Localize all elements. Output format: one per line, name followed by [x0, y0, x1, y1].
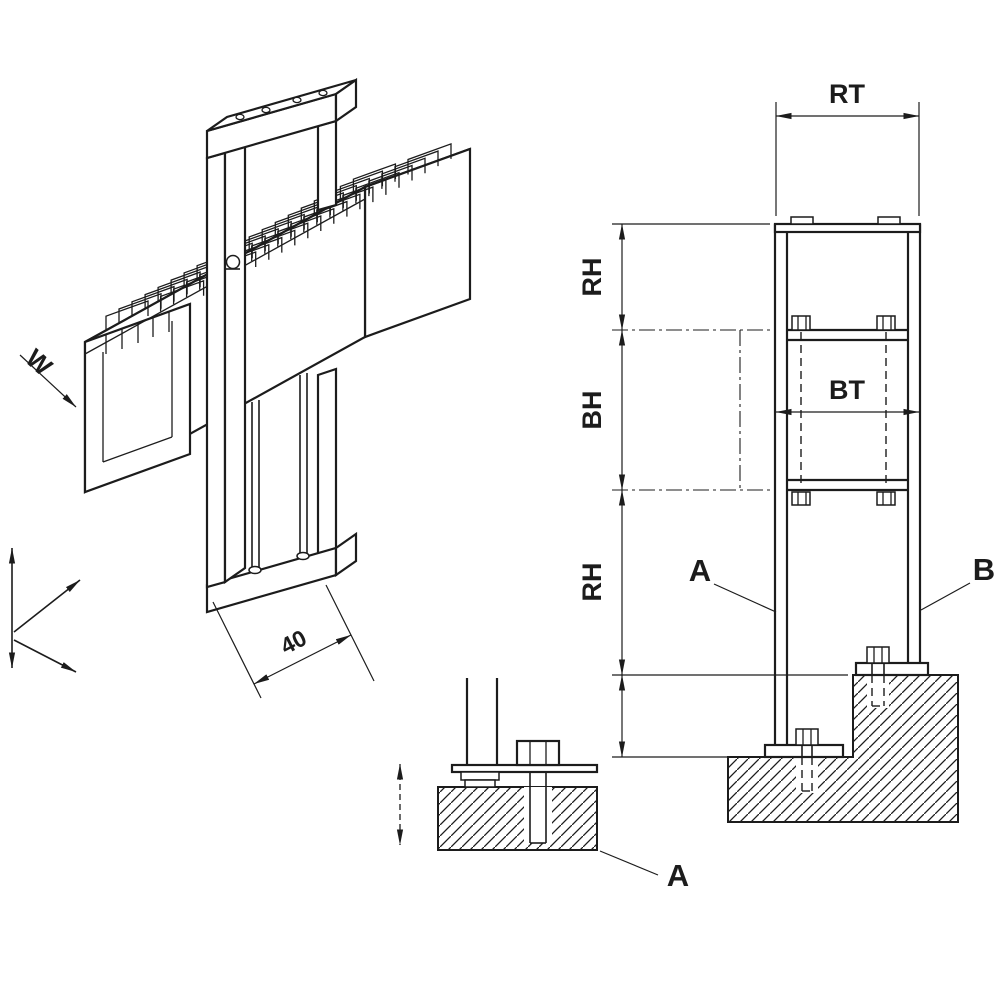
axis-triad	[8, 547, 81, 673]
far-post-lower	[316, 367, 338, 564]
hanger-bracket	[205, 77, 358, 614]
rear-foot-plate	[854, 661, 930, 677]
leader-line-detail-a	[599, 850, 659, 876]
offset-40-label: 40	[276, 624, 311, 659]
top-plate	[773, 222, 922, 234]
anchor-hole-clearance	[867, 675, 889, 708]
bolt-hole-clearance	[524, 787, 552, 843]
axis-arrow-down-right	[13, 639, 77, 673]
far-post-upper	[316, 119, 338, 212]
threaded-rods	[251, 373, 308, 572]
beam-end-face	[83, 302, 192, 494]
beam-section-flanges	[787, 328, 908, 492]
clamp-nut-bottom	[791, 491, 896, 506]
rt-dimension-label: RT	[829, 79, 865, 109]
top-ring-side-face	[334, 77, 358, 124]
rh-lower-dimension-label: RH	[577, 563, 607, 602]
elevation-view: RT RH BH BT RH A B	[577, 79, 995, 823]
dimension-line	[253, 634, 352, 685]
isometric-view: W 40	[8, 77, 472, 699]
w-direction-arrow	[19, 354, 77, 408]
bt-dimension-label: BT	[829, 375, 865, 405]
top-tab	[790, 216, 814, 225]
width-w-label: W	[20, 343, 59, 382]
detail-a-label: A	[667, 858, 689, 893]
axis-arrow-up-right	[13, 579, 81, 633]
anchor-bolt-rear	[866, 646, 890, 707]
width-dimension: W	[19, 343, 77, 408]
leveling-pad	[464, 779, 496, 788]
beam-end-channel-profile	[102, 312, 173, 463]
mounting-holes	[235, 89, 328, 121]
adjustment-knob	[225, 254, 241, 270]
extension-line	[212, 601, 262, 699]
anchor-hole-clearance	[796, 757, 818, 793]
support-structure	[763, 216, 930, 792]
ground-block	[727, 674, 959, 823]
clamp-bolt-top	[791, 315, 896, 331]
rod-nut	[248, 565, 262, 575]
near-post-side-face	[223, 136, 247, 585]
finned-beam	[83, 142, 472, 494]
member-b-label: B	[973, 552, 995, 587]
bottom-bar-side-face	[334, 531, 358, 578]
anchor-bolt-detail	[515, 739, 561, 844]
anchor-bolt-front	[795, 728, 819, 792]
front-foot-plate	[763, 743, 845, 759]
detail-view: A	[396, 678, 689, 893]
leveling-pad	[460, 771, 500, 781]
extension-line	[325, 584, 375, 682]
rh-upper-dimension-label: RH	[577, 258, 607, 297]
leader-line-a	[713, 583, 777, 613]
near-post-front-face	[205, 151, 227, 589]
top-tab	[877, 216, 901, 225]
elevation-dimensions: RT RH BH BT RH A B	[577, 79, 995, 758]
leader-line-b	[920, 582, 971, 611]
member-a-label: A	[689, 553, 711, 588]
rod-nut	[296, 551, 310, 561]
detail-ground-block	[437, 786, 598, 851]
bh-dimension-label: BH	[577, 391, 607, 430]
